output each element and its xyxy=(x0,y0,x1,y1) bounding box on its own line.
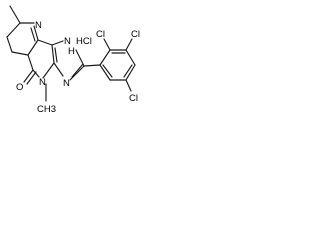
bond xyxy=(6,36,13,53)
molecule-drawing: N N H HCl Cl Cl N N O Cl CH3 xyxy=(6,5,140,115)
bond xyxy=(83,64,101,67)
bond xyxy=(6,22,21,38)
bond-lines xyxy=(6,5,136,102)
bond xyxy=(51,40,64,46)
bond xyxy=(30,27,36,42)
bond xyxy=(51,44,55,64)
bond xyxy=(123,64,133,78)
chemical-structure-figure: N N H HCl Cl Cl N N O Cl CH3 xyxy=(0,0,157,118)
bond xyxy=(53,62,64,77)
bond xyxy=(23,69,34,83)
atom-label-hcl: HCl xyxy=(76,36,92,47)
bond xyxy=(71,63,84,78)
bond xyxy=(69,65,85,81)
bond xyxy=(42,62,55,79)
atom-label-h: H xyxy=(68,46,75,57)
bond xyxy=(125,49,136,66)
bond xyxy=(125,79,132,92)
atom-label-n-h: N xyxy=(64,36,71,47)
bond xyxy=(37,39,53,46)
bond xyxy=(103,38,111,51)
atom-label-n-ring: N xyxy=(39,77,46,88)
atom-label-cl-bottom: Cl xyxy=(129,93,138,104)
atom-label-cl-right: Cl xyxy=(131,29,140,40)
atom-label-methyl: CH3 xyxy=(37,104,56,115)
atom-labels: N N H HCl Cl Cl N N O Cl CH3 xyxy=(16,20,140,115)
bond xyxy=(102,64,113,78)
bond xyxy=(26,71,37,85)
bond xyxy=(99,64,111,81)
atom-label-n-imine: N xyxy=(35,20,42,31)
bond xyxy=(27,54,34,71)
bond xyxy=(11,51,29,56)
bond xyxy=(75,49,85,67)
bond xyxy=(9,5,21,24)
atom-label-oxygen: O xyxy=(16,82,23,93)
bond xyxy=(54,47,58,63)
bond xyxy=(125,38,133,51)
atom-label-cl-left: Cl xyxy=(96,29,105,40)
bond xyxy=(33,25,39,41)
bond xyxy=(27,39,39,56)
bond xyxy=(125,64,136,81)
bond xyxy=(99,49,111,66)
atom-label-n-bottom: N xyxy=(63,78,70,89)
bond xyxy=(32,69,40,78)
